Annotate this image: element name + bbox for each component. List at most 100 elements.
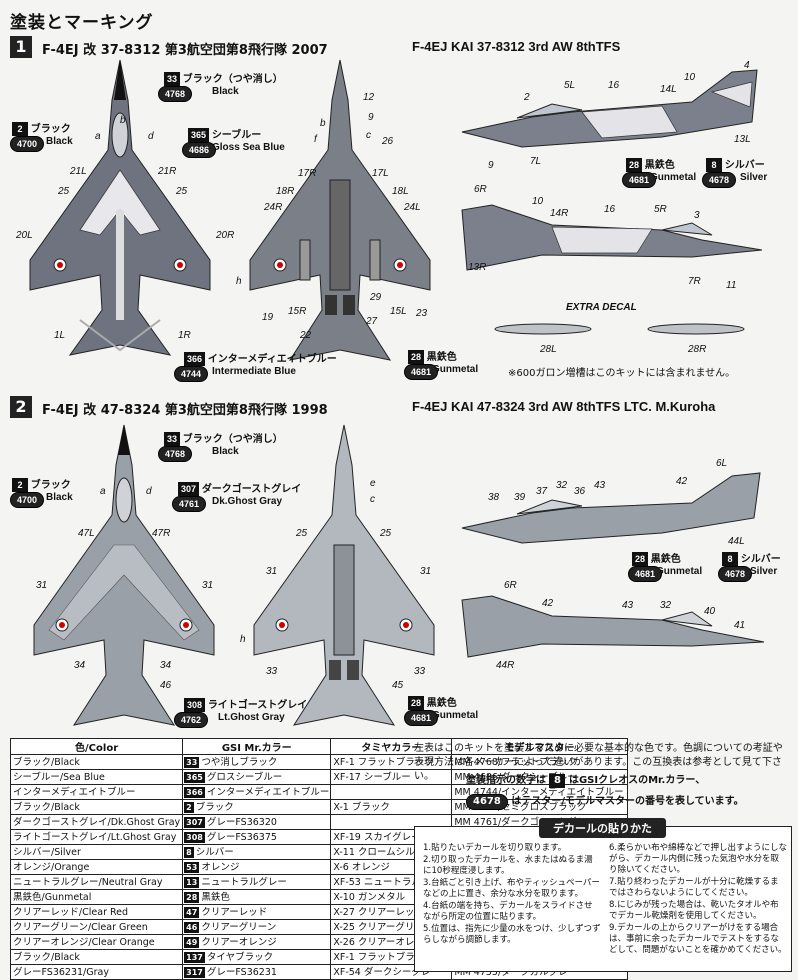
cell-text: X-11 クロームシルバー <box>333 846 434 858</box>
callout-jp: インターメディエイトブルー <box>207 354 337 365</box>
aircraft-2-bottom-view <box>253 424 435 726</box>
label: d <box>148 131 154 142</box>
label: 39 <box>514 492 526 503</box>
table-cell: ブラック/Black <box>9 949 184 965</box>
tank-label-28r: 28R <box>688 344 707 355</box>
mr-color-number: 366 <box>184 786 205 798</box>
callout-en: Black <box>212 86 239 97</box>
step: 8.にじみが残った場合は、乾いたタオルや布でデカール乾燥剤を使用してください。 <box>609 900 779 921</box>
mr-color-number: 46 <box>184 921 200 933</box>
section-2-title-jp: F-4EJ 改 47-8324 第3航空団第8飛行隊 1998 <box>42 403 328 418</box>
label: 13L <box>734 134 751 145</box>
cell-text: 黒鉄色/Gunmetal <box>13 891 92 903</box>
cell-text: グロスシーブルー <box>206 771 283 783</box>
step: 3.台紙ごと引き上げ、布やティッシュペーパーなどの上に置き、余分な水分を取ります… <box>423 878 600 899</box>
mr-color-badge: 8 <box>706 158 722 172</box>
model-master-badge: 4686 <box>182 142 217 158</box>
label: 25 <box>176 186 188 197</box>
label: 22 <box>300 330 312 341</box>
aircraft-1-side-view-1 <box>461 69 758 148</box>
callout-gunmetal-4: 28 黒鉄色 Gunmetal 4681 <box>628 552 702 582</box>
table-cell: オレンジ/Orange <box>9 859 184 875</box>
label: 43 <box>622 600 634 611</box>
label: 31 <box>420 566 432 577</box>
label: 45 <box>392 680 404 691</box>
label: 25 <box>58 186 70 197</box>
aircraft-2-side-view-2 <box>461 595 765 658</box>
label: 25 <box>380 528 392 539</box>
label: 5R <box>654 204 667 215</box>
step: 7.貼り終わったデカールが十分に乾燥するまではさわらないようにしてください。 <box>609 877 779 898</box>
table-cell <box>330 784 453 800</box>
cell-text: クリアーレッド <box>201 906 268 918</box>
label: 9 <box>368 112 374 123</box>
mr-color-number: 47 <box>184 906 200 918</box>
label: 14R <box>550 208 569 219</box>
label: 16 <box>608 80 620 91</box>
cell-text: MM 4755/ダークガルグレー <box>454 966 578 978</box>
mr-color-number: 317 <box>184 966 205 978</box>
label: h <box>240 634 246 645</box>
legend-text: はテスター/モデルマスターの番号を表しています。 <box>511 796 744 807</box>
callout-en: Gunmetal <box>650 172 697 183</box>
aircraft-2-top-view <box>33 424 215 726</box>
label: 18R <box>276 186 295 197</box>
model-master-badge: 4681 <box>622 172 657 188</box>
callout-en: Gloss Sea Blue <box>212 142 285 153</box>
callout-jp: シルバー <box>724 160 765 171</box>
label: 42 <box>676 476 688 487</box>
cell-text: X-25 クリアーグリーン <box>333 921 433 933</box>
mr-color-number: 33 <box>184 756 200 768</box>
mr-color-badge: 28 <box>626 158 643 172</box>
table-cell: クリアーグリーン/Clear Green <box>9 919 184 935</box>
mr-color-badge: 308 <box>184 698 206 712</box>
callout-dk-ghost-gray: 307 ダークゴーストグレイ Dk.Ghost Gray 4761 <box>172 482 301 512</box>
cell-text: グレーFS36231/Gray <box>13 966 109 978</box>
cell-text: ブラック/Black <box>13 801 80 813</box>
label: h <box>236 276 242 287</box>
cell-text: X-26 クリアーオレンジ <box>333 936 434 948</box>
section-2-number: 2 <box>10 396 32 418</box>
label: 41 <box>734 620 746 631</box>
label: 13R <box>468 262 487 273</box>
cell-text: グレーFS36375 <box>206 831 277 843</box>
extra-decal-tank-right <box>647 323 745 335</box>
label: 46 <box>160 680 172 691</box>
cell-text: ブラック <box>195 801 234 813</box>
cell-text: MM 4700/セミグロスブラック <box>454 801 587 813</box>
callout-jp: 黒鉄色 <box>426 352 457 363</box>
legend-text: はGSIクレオスのMr.カラー、 <box>568 775 706 786</box>
label: 42 <box>542 598 554 609</box>
label: 26 <box>382 136 394 147</box>
steps-right: 6.柔らかい布や綿棒などで押し出すようにしながら、デカール内側に残った気泡や水分… <box>609 843 787 957</box>
label: 16 <box>604 204 616 215</box>
callout-en: Dk.Ghost Gray <box>212 496 283 507</box>
label: c <box>366 130 371 141</box>
label: 24L <box>404 202 421 213</box>
model-master-badge: 4744 <box>174 366 209 382</box>
label: a <box>95 131 101 142</box>
callout-en: Intermediate Blue <box>212 366 296 377</box>
model-master-badge: 4762 <box>174 712 209 728</box>
table-cell: ダークゴーストグレイ/Dk.Ghost Gray <box>9 814 184 830</box>
cell-text: ライトゴーストグレイ/Lt.Ghost Gray <box>13 831 177 843</box>
cell-text: ニュートラルグレー <box>201 876 287 888</box>
label: a <box>100 486 106 497</box>
legend-line-2: 4678 はテスター/モデルマスターの番号を表しています。 <box>466 794 744 810</box>
cell-text: シーブルー/Sea Blue <box>13 771 105 783</box>
callout-gunmetal-1: 28 黒鉄色 Gunmetal 4681 <box>404 350 478 380</box>
label: 33 <box>414 666 426 677</box>
model-master-badge: 4768 <box>158 446 193 462</box>
callout-jp: 黒鉄色 <box>426 698 457 709</box>
steps-left: 1.貼りたいデカールを切り取ります。 2.切り取ったデカールを、水またはぬるま湯… <box>423 843 601 947</box>
cell-text: タイヤブラック <box>206 951 274 963</box>
model-master-badge: 4678 <box>702 172 737 188</box>
label: 18L <box>392 186 409 197</box>
callout-jp: ライトゴーストグレイ <box>207 700 308 711</box>
table-cell: ブラック/Black <box>9 799 184 815</box>
label: 40 <box>704 606 716 617</box>
cell-text: クリアーグリーン <box>201 921 277 933</box>
